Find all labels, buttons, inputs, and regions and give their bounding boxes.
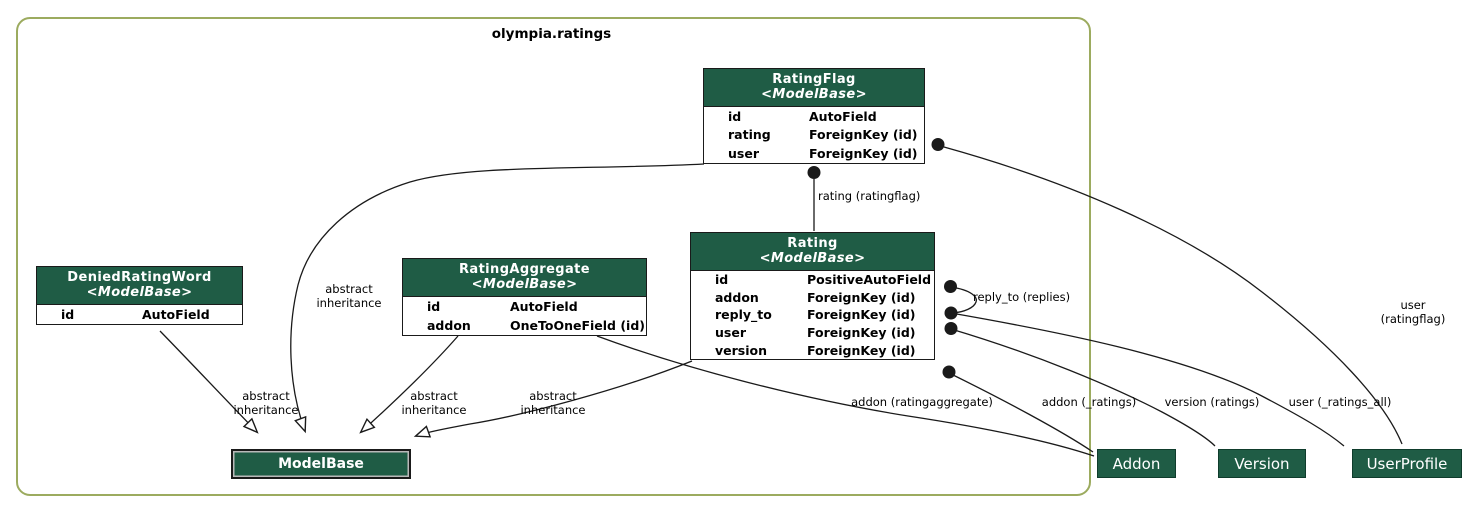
- edge-label-addon-ratingaggregate: addon (ratingaggregate): [851, 395, 993, 409]
- edge-label-version-ratings: version (ratings): [1164, 395, 1260, 409]
- model-deniedratingword-stereotype: <ModelBase>: [86, 285, 193, 300]
- field-row: user ForeignKey (id): [728, 145, 918, 161]
- edge-label-abstract-inheritance-4: abstract inheritance: [520, 389, 586, 417]
- cluster-title: olympia.ratings: [491, 26, 612, 42]
- node-userprofile: UserProfile: [1352, 449, 1462, 478]
- node-version: Version: [1218, 449, 1306, 478]
- cluster-olympia-ratings: [16, 17, 1091, 496]
- edge-label-abstract-inheritance-1: abstract inheritance: [316, 282, 382, 310]
- edge-label-user-ratings-all: user (_ratings_all): [1288, 395, 1392, 409]
- field-row: id AutoField: [61, 307, 210, 322]
- field-row: reply_to ForeignKey (id): [715, 307, 916, 323]
- field-row: addon ForeignKey (id): [715, 289, 916, 305]
- field-row: id AutoField: [427, 299, 578, 314]
- edge-ratingaggregate-inherits-modelbase: [359, 335, 459, 434]
- edge-ratingflag-inherits-modelbase: [290, 163, 705, 434]
- node-modelbase: ModelBase: [231, 449, 411, 479]
- edge-label-user-ratingflag: user (ratingflag): [1380, 298, 1446, 326]
- edge-deniedratingword-inherits-modelbase: [159, 330, 259, 434]
- field-row: user ForeignKey (id): [715, 325, 916, 341]
- edge-rating-addon: [948, 372, 1094, 453]
- model-ratingflag-title: RatingFlag: [772, 72, 856, 87]
- edge-ratingaggregate-addon: [596, 335, 1095, 457]
- model-rating-stereotype: <ModelBase>: [759, 251, 866, 266]
- field-row: addon OneToOneField (id): [427, 318, 646, 333]
- fk-dots: [807, 138, 958, 379]
- edge-rating-version: [950, 328, 1216, 447]
- model-ratingflag-stereotype: <ModelBase>: [761, 87, 867, 102]
- edge-label-rating-ratingflag: rating (ratingflag): [818, 189, 921, 203]
- model-rating-title: Rating: [787, 236, 838, 251]
- field-row: version ForeignKey (id): [715, 342, 916, 358]
- edge-label-addon-ratings: addon (_ratings): [1041, 395, 1137, 409]
- edge-label-abstract-inheritance-3: abstract inheritance: [401, 389, 467, 417]
- edge-rating-inherits-modelbase: [413, 360, 693, 438]
- model-ratingaggregate: RatingAggregate <ModelBase> id AutoField…: [402, 258, 647, 336]
- model-deniedratingword: DeniedRatingWord <ModelBase> id AutoFiel…: [36, 266, 243, 325]
- field-row: id AutoField: [728, 108, 877, 124]
- model-ratingflag: RatingFlag <ModelBase> id AutoField rati…: [703, 68, 925, 164]
- model-ratingaggregate-stereotype: <ModelBase>: [471, 277, 578, 292]
- edge-label-replyto-replies: reply_to (replies): [973, 290, 1071, 304]
- edge-ratingflag-userprofile: [943, 146, 1403, 445]
- field-row: id PositiveAutoField: [715, 272, 932, 288]
- edge-label-abstract-inheritance-2: abstract inheritance: [233, 389, 299, 417]
- field-row: rating ForeignKey (id): [728, 127, 918, 143]
- edge-rating-replyto-self-loop: [950, 286, 977, 314]
- edge-rating-userprofile: [950, 312, 1345, 447]
- model-deniedratingword-title: DeniedRatingWord: [67, 270, 212, 285]
- model-ratingaggregate-title: RatingAggregate: [458, 262, 591, 277]
- node-addon: Addon: [1097, 449, 1176, 478]
- model-rating: Rating <ModelBase> id PositiveAutoField …: [690, 232, 935, 360]
